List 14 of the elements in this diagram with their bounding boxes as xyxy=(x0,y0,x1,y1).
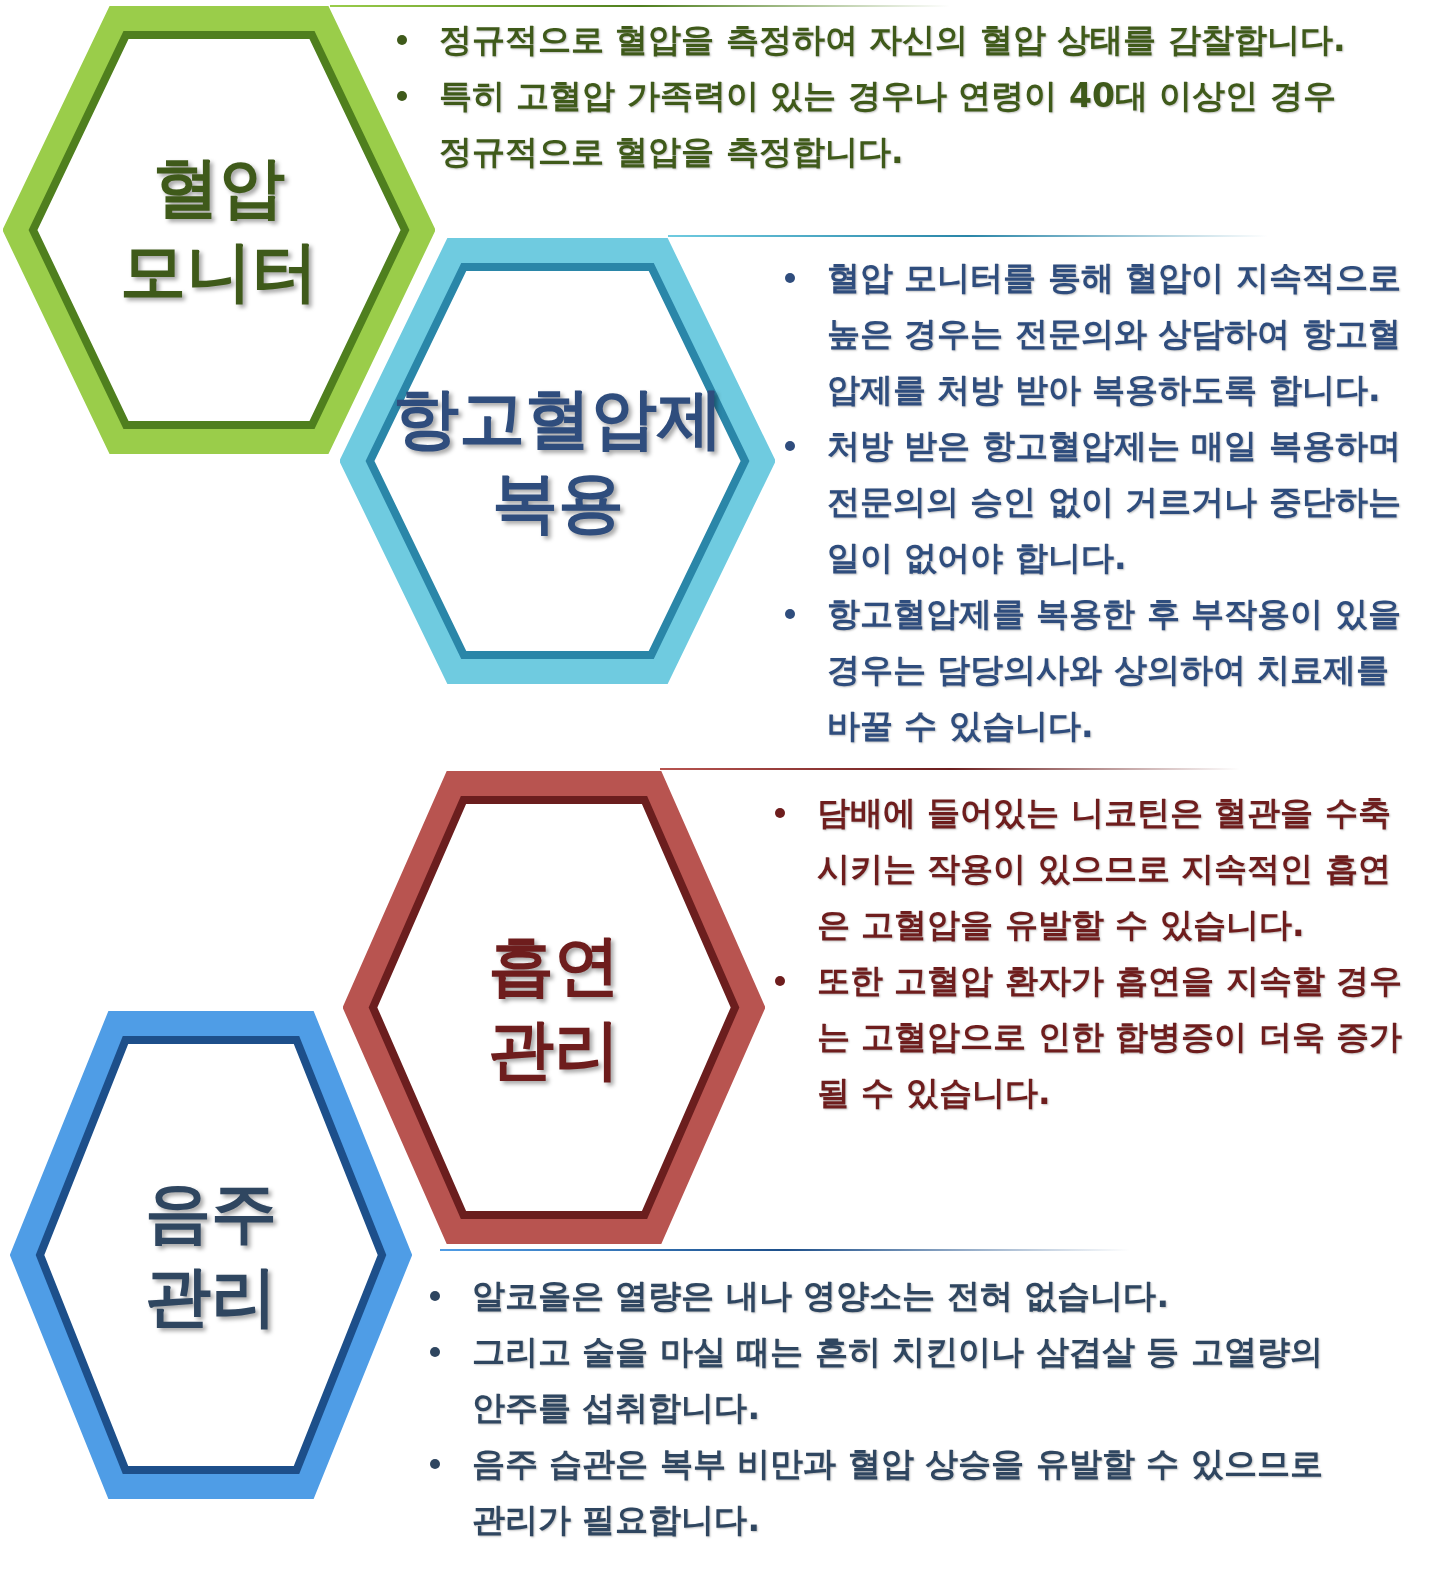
bullet-text: 음주 습관은 복부 비만과 혈압 상승을 유발할 수 있으므로 관리가 필요합니다. xyxy=(472,1443,1324,1541)
bullet-text: 담배에 들어있는 니코틴은 혈관을 수축시키는 작용이 있으므로 지속적인 흡연은 고혈압을 유발할 수 있습니다. xyxy=(817,792,1392,946)
hexagon-title: 혈압 모니터 xyxy=(119,148,319,312)
bullet-text: 또한 고혈압 환자가 흡연을 지속할 경우는 고혈압으로 인한 합병증이 더욱 증가될 수 있습니다. xyxy=(817,960,1404,1114)
hexagon-title: 흡연 관리 xyxy=(487,925,621,1090)
hexagon-title: 음주 관리 xyxy=(144,1173,278,1337)
bullet-text: 그리고 술을 마실 때는 흔히 치킨이나 삼겹살 등 고열량의 안주를 섭취합니다. xyxy=(472,1331,1324,1429)
bullet-text: 알코올은 열량은 내나 영양소는 전혀 없습니다. xyxy=(472,1275,1170,1317)
bullet-text: 처방 받은 항고혈압제는 매일 복용하며 전문의의 승인 없이 거르거나 중단하는 일이 없어야 합니다. xyxy=(827,425,1402,579)
bullet-text: 특히 고혈압 가족력이 있는 경우나 연령이 40대 이상인 경우 정규적으로 혈압을 측정합니다. xyxy=(439,75,1337,173)
bullet-text: 정규적으로 혈압을 측정하여 자신의 혈압 상태를 감찰합니다. xyxy=(439,19,1347,61)
bullet-text: 혈압 모니터를 통해 혈압이 지속적으로 높은 경우는 전문의와 상담하여 항고혈압제를 처방 받아 복용하도록 합니다. xyxy=(827,257,1402,411)
bullet-text: 항고혈압제를 복용한 후 부작용이 있을 경우는 담당의사와 상의하여 치료제를 바꿀 수 있습니다. xyxy=(827,593,1402,747)
hexagon-title: 항고혈압제 복용 xyxy=(392,379,723,543)
